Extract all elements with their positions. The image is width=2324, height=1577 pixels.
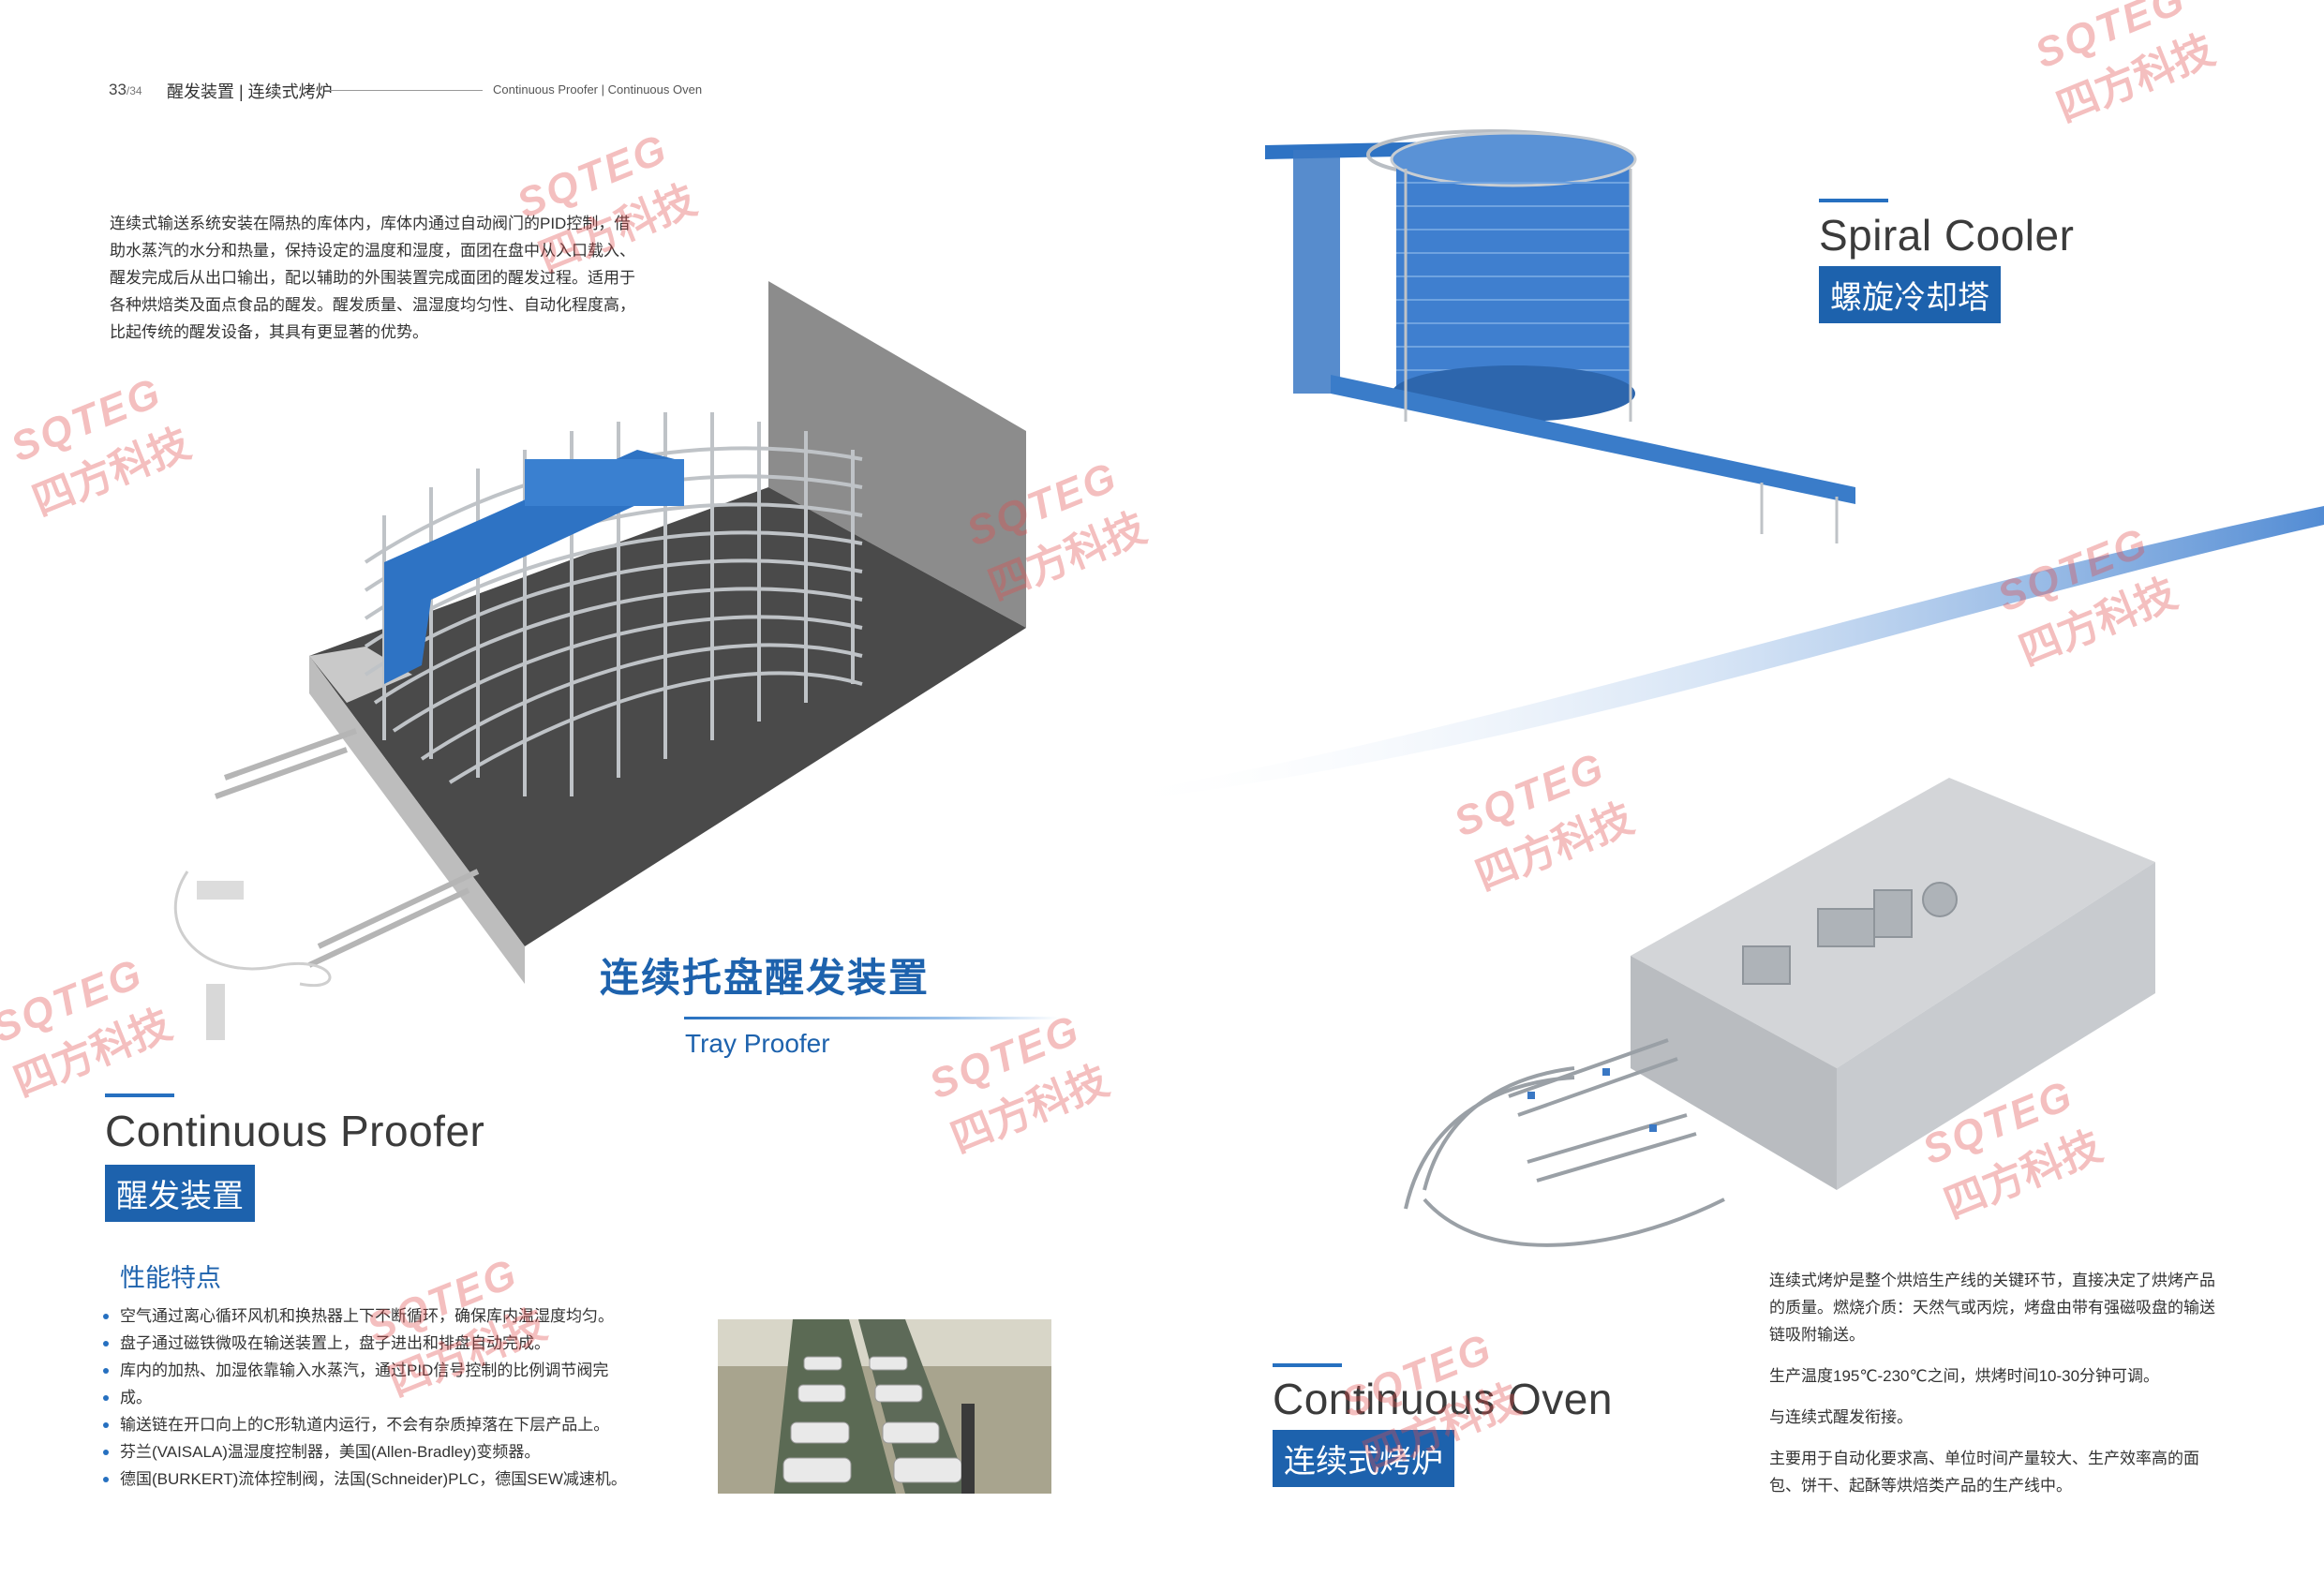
oven-heading-bar (1273, 1363, 1342, 1367)
feature-item: 输送链在开口向上的C形轨道内运行，不会有杂质掉落在下层产品上。 (103, 1411, 665, 1438)
cooler-title-en: Spiral Cooler (1819, 211, 2075, 260)
continuous-oven-image (1404, 778, 2155, 1247)
feature-item: 芬兰(VAISALA)温湿度控制器，美国(Allen-Bradley)变频器。 (103, 1438, 665, 1465)
feature-item: 成。 (103, 1384, 665, 1411)
proofer-title-en: Continuous Proofer (105, 1107, 485, 1155)
proofer-machine-image (174, 281, 1026, 1040)
page-number: 33/34 (109, 81, 142, 99)
feature-item: 库内的加热、加湿依靠输入水蒸汽，通过PID信号控制的比例调节阀完 (103, 1357, 665, 1384)
intro-line: 比起传统的醒发设备，其具有更显著的优势。 (110, 323, 428, 341)
features-list: 空气通过离心循环风机和换热器上下不断循环，确保库内温湿度均匀。 盘子通过磁铁微吸… (103, 1302, 665, 1493)
feature-item: 盘子通过磁铁微吸在输送装置上，盘子进出和排盘自动完成。 (103, 1330, 665, 1357)
oven-paragraph: 生产温度195℃-230℃之间，烘烤时间10-30分钟可调。 (1769, 1367, 2160, 1385)
intro-paragraph: 连续式输送系统安装在隔热的库体内，库体内通过自动阀门的PID控制，借 助水蒸汽的… (110, 210, 672, 346)
page-total: /34 (126, 84, 142, 97)
feature-item: 德国(BURKERT)流体控制阀，法国(Schneider)PLC，德国SEW减… (103, 1465, 665, 1493)
intro-line: 助水蒸汽的水分和热量，保持设定的温度和湿度，面团在盘中从入口载入、 (110, 242, 635, 260)
page-current: 33 (109, 81, 127, 98)
oven-paragraph: 主要用于自动化要求高、单位时间产量较大、生产效率高的面包、饼干、起酥等烘焙类产品… (1769, 1450, 2199, 1495)
tray-proofer-divider (684, 1017, 1059, 1019)
proofer-heading-bar (105, 1093, 174, 1097)
intro-line: 各种烘焙类及面点食品的醒发。醒发质量、温湿度均匀性、自动化程度高， (110, 296, 635, 314)
conveyor-photo (718, 1319, 1051, 1494)
header-title-en: Continuous Proofer | Continuous Oven (493, 82, 703, 97)
header-divider (328, 90, 483, 91)
header-title-cn: 醒发装置 | 连续式烤炉 (167, 82, 333, 101)
oven-paragraph: 与连续式醒发衔接。 (1769, 1408, 1913, 1426)
feature-item: 空气通过离心循环风机和换热器上下不断循环，确保库内温湿度均匀。 (103, 1302, 665, 1330)
oven-description: 连续式烤炉是整个烘焙生产线的关键环节，直接决定了烘烤产品的质量。燃烧介质：天然气… (1769, 1267, 2227, 1513)
tray-proofer-title-cn: 连续托盘醒发装置 (600, 956, 931, 1000)
cooler-heading-bar (1819, 199, 1888, 202)
proofer-title-cn: 醒发装置 (105, 1165, 255, 1222)
oven-title-en: Continuous Oven (1273, 1375, 1613, 1423)
oven-title-cn: 连续式烤炉 (1273, 1430, 1454, 1487)
cooler-title-cn: 螺旋冷却塔 (1819, 266, 2001, 323)
spiral-cooler-image (1265, 129, 1855, 543)
tray-proofer-title-en: Tray Proofer (685, 1029, 830, 1058)
intro-line: 醒发完成后从出口输出，配以辅助的外围装置完成面团的醒发过程。适用于 (110, 269, 635, 287)
intro-line: 连续式输送系统安装在隔热的库体内，库体内通过自动阀门的PID控制，借 (110, 215, 631, 232)
oven-paragraph: 连续式烤炉是整个烘焙生产线的关键环节，直接决定了烘烤产品的质量。燃烧介质：天然气… (1769, 1272, 2215, 1344)
features-title: 性能特点 (120, 1264, 221, 1292)
